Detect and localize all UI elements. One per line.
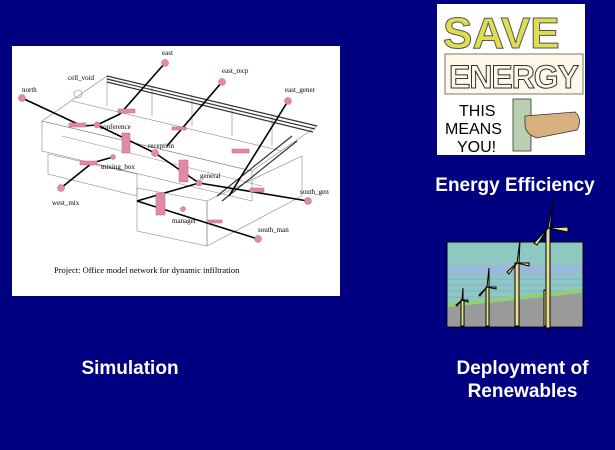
label-east: east [162, 49, 173, 57]
label-conference: conference [100, 123, 131, 131]
roof-detail [106, 75, 318, 202]
node-north [18, 94, 26, 102]
save-text: SAVE [443, 9, 560, 58]
fan [121, 132, 131, 154]
node-west-mix [57, 184, 65, 192]
label-east-recp: east_recp [222, 67, 249, 75]
pointing-hand-icon [524, 111, 580, 139]
node-general [195, 179, 203, 187]
office-network-diagram: north cell_void east east_recp east_gene… [12, 46, 340, 296]
label-general: general [200, 172, 221, 180]
node-east-recp [218, 78, 226, 86]
label-south-man: south_man [258, 226, 289, 234]
label-east-gener: east_gener [285, 86, 316, 94]
node-manager [180, 206, 186, 212]
node-east [161, 59, 169, 67]
node-east-gener [284, 97, 292, 105]
project-caption: Project: Office model network for dynami… [54, 265, 240, 275]
energy-efficiency-caption: Energy Efficiency [435, 175, 595, 196]
you-text: YOU! [457, 139, 496, 155]
label-cell-void: cell_void [68, 74, 95, 82]
node-mixing-box [110, 154, 116, 160]
opening [68, 122, 87, 128]
label-reception: reception [148, 142, 175, 150]
node-reception [151, 149, 159, 157]
wind-turbines-clipart [440, 195, 590, 330]
means-text: MEANS [445, 121, 502, 138]
label-west-mix: west_mix [52, 199, 80, 207]
energy-text: ENERGY [449, 59, 579, 95]
label-manager: manager [172, 217, 197, 225]
label-south-gen: south_gen [300, 188, 329, 196]
this-text: THIS [459, 103, 495, 120]
node-south-gen [304, 197, 312, 205]
network-nodes [18, 59, 312, 243]
label-north: north [22, 86, 37, 94]
node-conference [93, 121, 101, 129]
renewables-caption-line2: Renewables [467, 381, 578, 402]
save-energy-clipart: SAVE ENERGY THIS MEANS YOU! [437, 4, 585, 156]
renewables-caption: Deployment of Renewables [425, 357, 615, 403]
turbine-icons [455, 196, 569, 329]
renewables-caption-line1: Deployment of [456, 358, 589, 379]
simulation-caption: Simulation [81, 358, 179, 379]
node-south-man [254, 235, 262, 243]
label-mixing-box: mixing_box [101, 163, 135, 171]
